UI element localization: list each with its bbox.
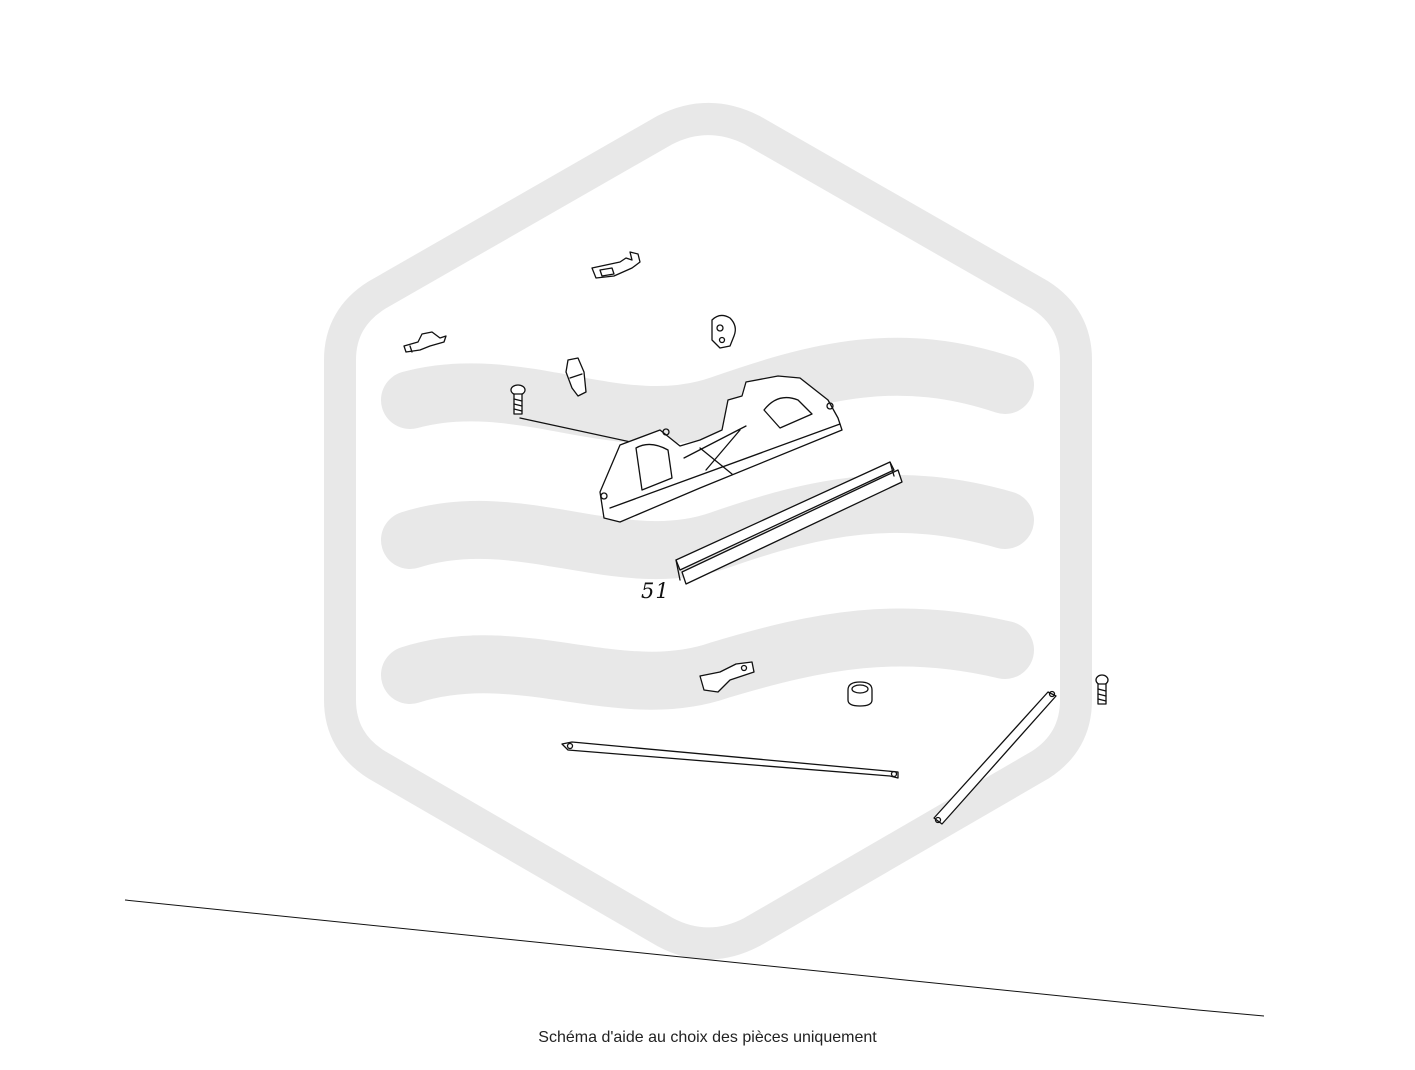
small-bracket-top [591,251,641,279]
callout-number: 51 [641,579,670,603]
watermark-wave-3 [381,608,1034,710]
side-block [565,357,587,397]
long-strap-bottom [561,741,899,779]
watermark-hexagon [324,103,1092,960]
small-clip-left [403,331,447,353]
screw-right [1095,674,1109,705]
long-rail [675,461,903,585]
angled-bracket-bottom [699,661,755,693]
perspective-baseline [124,899,1265,1017]
diagram-caption: Schéma d'aide au choix des pièces unique… [538,1029,877,1046]
watermark-wave-1 [381,337,1034,445]
diagonal-strap-right [933,690,1057,825]
screw-left [510,384,641,445]
main-bracket-plate [599,375,843,523]
spacer-ring [847,681,873,707]
watermark-logo [324,103,1092,960]
watermark-wave-2 [381,474,1034,580]
rounded-bracket [711,314,736,349]
